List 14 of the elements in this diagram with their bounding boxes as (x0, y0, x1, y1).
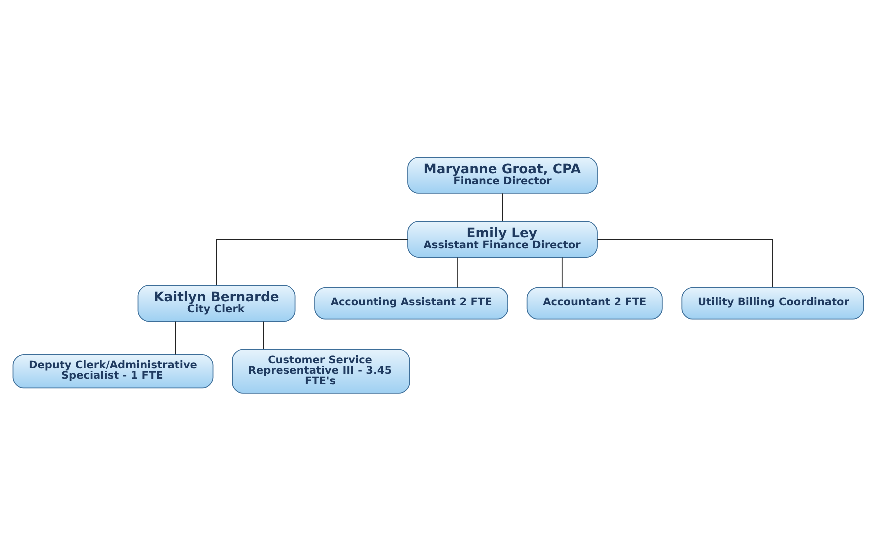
node-box: Kaitlyn Bernarde City Clerk (138, 284, 296, 322)
node-box: Deputy Clerk/Administrative Specialist - 1 FTE (12, 354, 214, 388)
connector (562, 256, 563, 288)
node-box: Customer Service Representative III - 3.45 FTE's (232, 348, 410, 394)
connector (175, 320, 176, 355)
node-box: Maryanne Groat, CPA Finance Director (408, 156, 598, 194)
connector (597, 239, 774, 288)
connector (263, 320, 264, 350)
node-box: Accounting Assistant 2 FTE (314, 286, 508, 320)
connector (216, 239, 408, 286)
connector (502, 192, 504, 222)
node-box: Emily Ley Assistant Finance Director (408, 220, 598, 258)
node-box: Accountant 2 FTE (526, 286, 663, 320)
node-box: Utility Billing Coordinator (682, 286, 864, 320)
